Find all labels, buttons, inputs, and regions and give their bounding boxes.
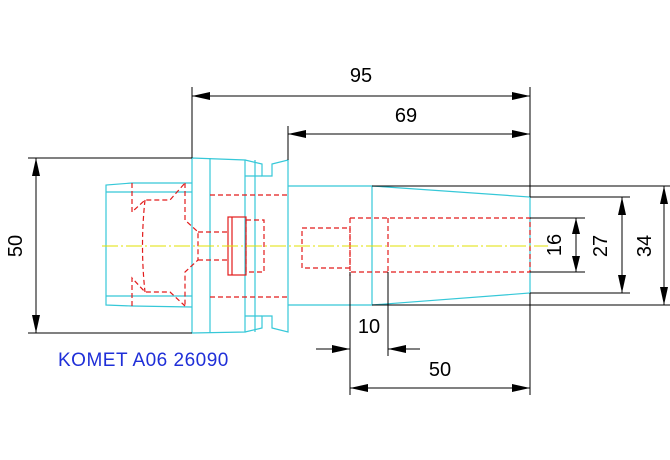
dimension-50-vertical-label: 50 (5, 235, 27, 257)
dimension-95: 95 (191, 65, 531, 197)
dimension-69: 69 (287, 105, 530, 160)
dimension-16-label: 16 (544, 234, 566, 256)
dimension-50-horizontal: 50 (349, 293, 531, 395)
dimension-10: 10 (316, 272, 420, 356)
dimension-27: 27 (530, 196, 630, 294)
dimension-69-label: 69 (395, 105, 417, 127)
dimension-10-label: 10 (358, 316, 380, 338)
part-caption: KOMET A06 26090 (58, 350, 229, 371)
dimension-34: 34 (372, 185, 670, 306)
dimension-50-vertical: 50 (5, 157, 192, 334)
dimension-95-label: 95 (350, 65, 372, 87)
dimension-16: 16 (530, 217, 585, 273)
dimension-50-horizontal-label: 50 (429, 359, 451, 381)
dimension-34-label: 34 (634, 235, 656, 257)
dimension-27-label: 27 (590, 235, 612, 257)
